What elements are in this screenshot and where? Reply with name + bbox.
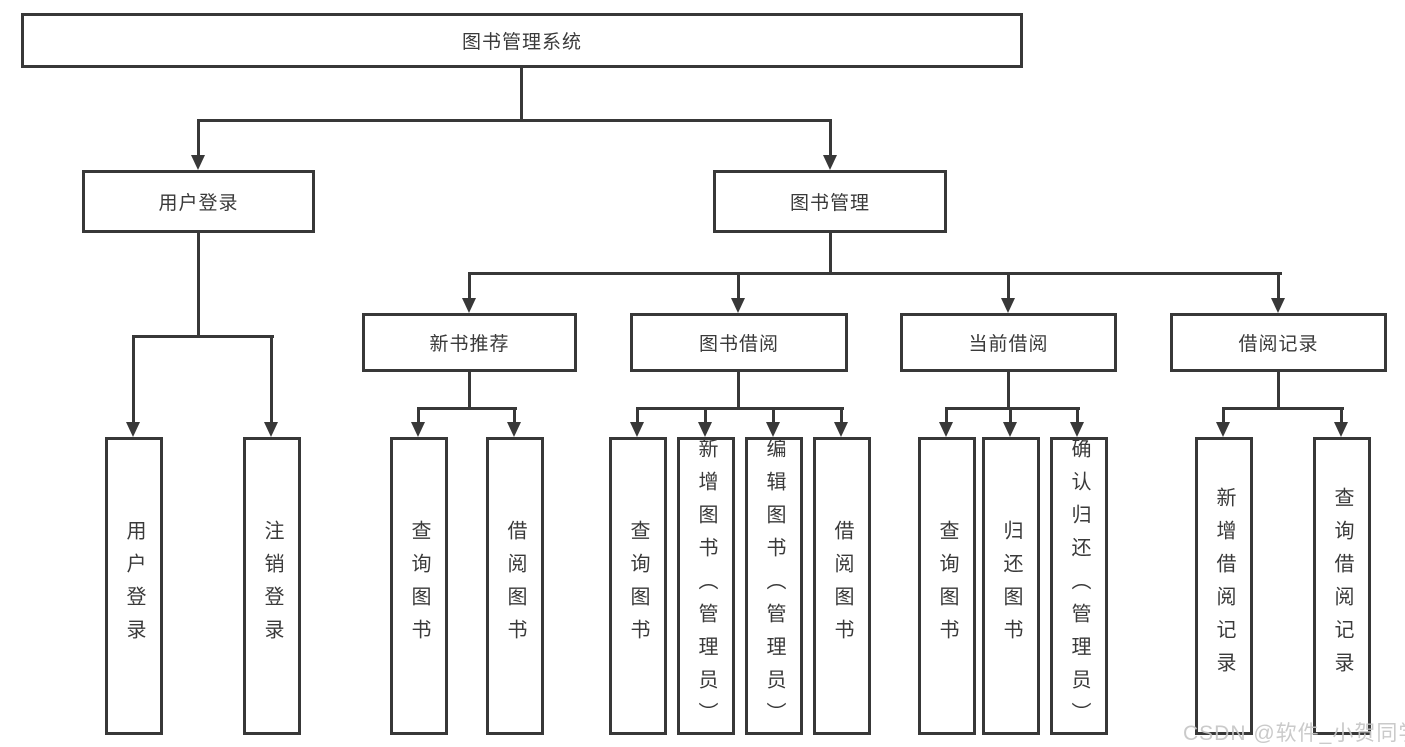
csdn-watermark: CSDN @软件_小贺同学: [1183, 722, 1405, 745]
connector-arrow-shaft: [1009, 407, 1012, 424]
connector-children-header: [1222, 407, 1344, 410]
connector-groups-header: [468, 272, 1282, 275]
connector-arrow-shaft: [737, 272, 740, 299]
node-leaf-add-books-admin: 新增图书（管理员）: [677, 437, 735, 735]
node-leaf-borrow-books: 借阅图书: [813, 437, 871, 735]
node-new-book-recommendation: 新书推荐: [362, 313, 577, 372]
node-book-borrowing: 图书借阅: [630, 313, 848, 372]
connector-arrow-shaft: [513, 407, 516, 424]
connector-arrow-shaft: [1007, 272, 1010, 299]
connector-group-stem: [1277, 372, 1280, 409]
node-label: 归还图书: [1000, 520, 1022, 652]
arrowhead-down-icon: [731, 298, 745, 313]
node-label: 确认归还（管理员）: [1068, 437, 1090, 735]
node-label: 借阅图书: [504, 520, 526, 652]
arrowhead-down-icon: [834, 422, 848, 437]
node-leaf-borrow-books: 借阅图书: [486, 437, 544, 735]
node-book-management-branch: 图书管理: [713, 170, 947, 233]
connector-mgmt-stem: [829, 233, 832, 275]
connector-arrow-shaft: [468, 272, 471, 299]
node-leaf-query-books: 查询图书: [609, 437, 667, 735]
connector-arrow-shaft: [704, 407, 707, 424]
node-label: 图书借阅: [698, 334, 779, 355]
arrowhead-down-icon: [1334, 422, 1348, 437]
connector-group-stem: [1007, 372, 1010, 409]
arrowhead-down-icon: [1271, 298, 1285, 313]
connector-arrow-shaft: [1277, 272, 1280, 299]
connector-arrow-shaft: [197, 119, 200, 157]
node-label: 图书管理: [789, 193, 870, 214]
connector-arrow-shaft: [270, 335, 273, 424]
node-label: 借阅图书: [831, 520, 853, 652]
node-leaf-query-books: 查询图书: [390, 437, 448, 735]
arrowhead-down-icon: [698, 422, 712, 437]
connector-arrow-shaft: [1222, 407, 1225, 424]
node-borrowing-records: 借阅记录: [1170, 313, 1387, 372]
connector-arrow-shaft: [772, 407, 775, 424]
arrowhead-down-icon: [823, 155, 837, 170]
node-label: 用户登录: [158, 193, 239, 214]
connector-root-stem: [520, 68, 523, 122]
connector-arrow-shaft: [945, 407, 948, 424]
node-label: 编辑图书（管理员）: [763, 437, 785, 735]
arrowhead-down-icon: [1003, 422, 1017, 437]
node-leaf-query-borrow-record: 查询借阅记录: [1313, 437, 1371, 735]
connector-children-header: [417, 407, 517, 410]
arrowhead-down-icon: [766, 422, 780, 437]
connector-arrow-shaft: [829, 119, 832, 157]
connector-arrow-shaft: [840, 407, 843, 424]
node-leaf-user-login: 用户登录: [105, 437, 163, 735]
node-label: 注销登录: [261, 520, 283, 652]
connector-login-header: [132, 335, 274, 338]
connector-arrow-shaft: [1076, 407, 1079, 424]
connector-level2-header: [197, 119, 832, 122]
node-label: 查询图书: [408, 520, 430, 652]
node-leaf-return-books: 归还图书: [982, 437, 1040, 735]
node-label: 新增图书（管理员）: [695, 437, 717, 735]
node-label: 查询图书: [627, 520, 649, 652]
node-label: 新书推荐: [429, 334, 510, 355]
arrowhead-down-icon: [507, 422, 521, 437]
arrowhead-down-icon: [1216, 422, 1230, 437]
connector-login-stem: [197, 233, 200, 337]
arrowhead-down-icon: [1001, 298, 1015, 313]
node-label: 当前借阅: [968, 334, 1049, 355]
node-leaf-confirm-return-admin: 确认归还（管理员）: [1050, 437, 1108, 735]
node-label: 查询借阅记录: [1331, 487, 1353, 685]
arrowhead-down-icon: [191, 155, 205, 170]
connector-arrow-shaft: [417, 407, 420, 424]
arrowhead-down-icon: [264, 422, 278, 437]
node-leaf-edit-books-admin: 编辑图书（管理员）: [745, 437, 803, 735]
connector-children-header: [636, 407, 844, 410]
node-current-borrowing: 当前借阅: [900, 313, 1117, 372]
node-label: 图书管理系统: [461, 32, 582, 53]
arrowhead-down-icon: [126, 422, 140, 437]
arrowhead-down-icon: [630, 422, 644, 437]
node-label: 借阅记录: [1238, 334, 1319, 355]
connector-children-header: [945, 407, 1080, 410]
node-label: 查询图书: [936, 520, 958, 652]
node-library-management-system: 图书管理系统: [21, 13, 1023, 68]
connector-arrow-shaft: [636, 407, 639, 424]
arrowhead-down-icon: [462, 298, 476, 313]
connector-arrow-shaft: [132, 335, 135, 424]
connector-arrow-shaft: [1340, 407, 1343, 424]
arrowhead-down-icon: [411, 422, 425, 437]
arrowhead-down-icon: [939, 422, 953, 437]
connector-group-stem: [737, 372, 740, 409]
node-leaf-logout: 注销登录: [243, 437, 301, 735]
arrowhead-down-icon: [1070, 422, 1084, 437]
node-leaf-query-books: 查询图书: [918, 437, 976, 735]
node-user-login-branch: 用户登录: [82, 170, 315, 233]
node-leaf-add-borrow-record: 新增借阅记录: [1195, 437, 1253, 735]
connector-group-stem: [468, 372, 471, 409]
node-label: 新增借阅记录: [1213, 487, 1235, 685]
node-label: 用户登录: [123, 520, 145, 652]
